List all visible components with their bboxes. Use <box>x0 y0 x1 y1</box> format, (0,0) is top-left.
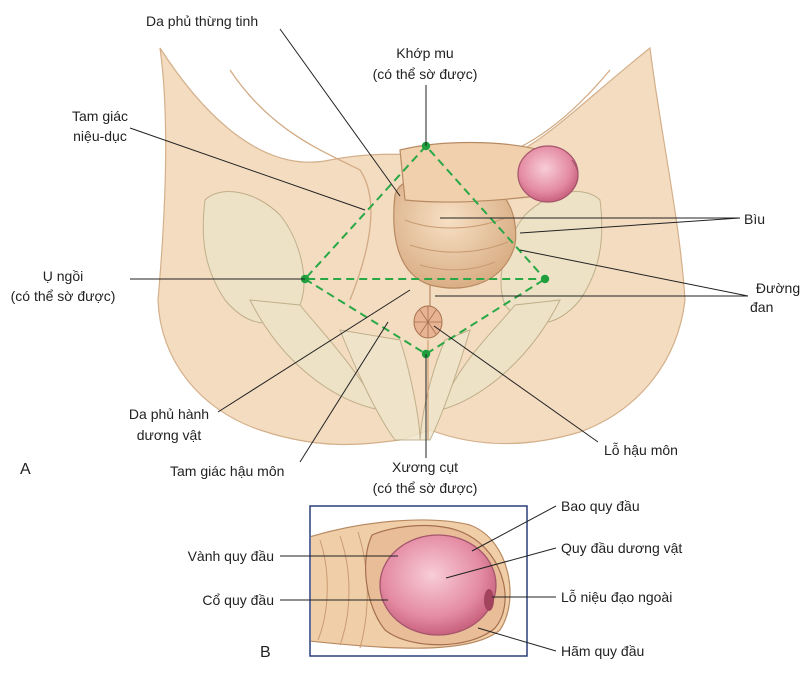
label-raphe-1: Đường <box>755 280 801 296</box>
label-urogenital-triangle-1: Tam giác <box>71 108 129 124</box>
label-anal-triangle: Tam giác hậu môn <box>170 463 285 479</box>
leader-foreskin <box>471 505 557 552</box>
label-scrotum: Bìu <box>744 211 766 227</box>
penis-glans-b <box>379 534 497 636</box>
pelvis-bones <box>202 191 603 441</box>
label-coccyx-note: (có thể sờ được) <box>372 480 478 496</box>
panel-b-letter: B <box>260 644 271 661</box>
leader-spermatic-fascia <box>279 28 401 197</box>
label-bulb-fascia-2: dương vật <box>136 427 202 443</box>
label-fossa: Hãm quy đầu <box>561 643 645 659</box>
leader-anus <box>433 325 599 443</box>
label-meatus: Lỗ niệu đạo ngoài <box>561 589 673 605</box>
panel-b-illustration <box>309 505 528 657</box>
leader-anal-triangle <box>299 321 389 463</box>
label-foreskin: Bao quy đầu <box>561 498 640 514</box>
label-pubic-symphysis-note: (có thể sờ được) <box>372 66 478 82</box>
left-thigh-fold <box>229 69 372 301</box>
leader-glans <box>445 547 557 579</box>
perineum-diamond <box>302 144 548 356</box>
label-corona: Vành quy đầu <box>187 548 274 564</box>
panel-a-letter: A <box>20 461 31 478</box>
panel-a-illustration <box>157 46 686 446</box>
leader-scrotum-2 <box>519 217 741 234</box>
penis-glans-a <box>517 145 579 203</box>
label-neck: Cổ quy đầu <box>202 592 274 608</box>
label-anus: Lỗ hậu môn <box>604 442 678 458</box>
label-spermatic-fascia: Da phủ thừng tinh <box>146 13 259 29</box>
label-pubic-symphysis: Khớp mu <box>396 45 454 61</box>
panel-b-leaders <box>280 505 557 652</box>
urethral-meatus <box>484 589 494 611</box>
anus <box>413 305 443 339</box>
label-glans: Quy đầu dương vật <box>561 540 683 556</box>
leader-raphe-2 <box>519 249 749 297</box>
panel-a-leaders <box>129 28 749 463</box>
label-urogenital-triangle-2: niệu-dục <box>73 128 127 144</box>
leader-urogenital-triangle <box>129 127 366 211</box>
label-ischial-tuberosity: Ụ ngồi <box>42 268 84 284</box>
leader-bulb-fascia <box>217 289 411 413</box>
label-raphe-2: đan <box>750 299 774 315</box>
label-bulb-fascia-1: Da phủ hành <box>128 406 210 422</box>
label-ischial-tuberosity-note: (có thể sờ được) <box>10 288 116 304</box>
ischial-right-dot <box>540 274 550 284</box>
label-coccyx: Xương cụt <box>391 459 459 475</box>
leader-fossa <box>477 627 557 652</box>
